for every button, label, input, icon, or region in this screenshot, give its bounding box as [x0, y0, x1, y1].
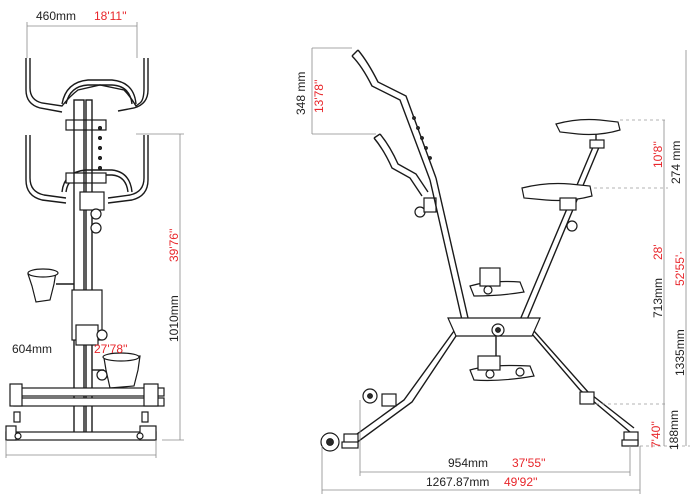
side-center-plate [447, 317, 541, 372]
inner-length-imperial: 37'55'' [512, 456, 546, 470]
top-width-imperial: 18'11'' [94, 9, 127, 23]
side-view: 348 mm 13'78'' [294, 47, 690, 494]
upper-seat [555, 118, 621, 149]
seat-range-metric: 274 mm [669, 141, 683, 184]
front-view: 460mm 18'11'' [5, 9, 184, 458]
front-height-imperial: 39'76'' [167, 228, 181, 262]
lower-seat [521, 182, 593, 232]
foot-height-metric: 188mm [667, 410, 681, 450]
inner-length-metric: 954mm [448, 456, 488, 470]
total-length-metric: 1267.87mm [426, 475, 489, 489]
base-width-value: 604mm [12, 342, 52, 356]
front-lower-pedal [92, 352, 141, 389]
upper-handlebar [25, 58, 149, 131]
mid-height-metric: 713mm [651, 278, 665, 318]
handle-drop-imperial: 13'78'' [312, 79, 326, 113]
front-height-metric: 1010mm [167, 295, 181, 342]
side-lower-pedal [469, 355, 535, 382]
foot-height-imperial: 7'40'' [649, 421, 663, 448]
total-height-imperial: 52'55'· [673, 251, 687, 286]
front-column [71, 99, 108, 436]
upper-handle [351, 49, 437, 181]
handle-drop-metric: 348 mm [294, 72, 308, 115]
mid-height-imperial: 28' [651, 244, 665, 260]
total-length-imperial: 49'92'' [504, 475, 538, 489]
seat-range-imperial: 10'8'' [651, 141, 665, 168]
side-upper-pedal [469, 267, 525, 297]
total-height-metric: 1335mm [673, 329, 687, 376]
front-base [5, 383, 165, 441]
front-upper-pedal [27, 268, 74, 303]
base-width-imperial: 27'78'' [94, 342, 128, 356]
top-width-metric: 460mm [36, 9, 76, 23]
